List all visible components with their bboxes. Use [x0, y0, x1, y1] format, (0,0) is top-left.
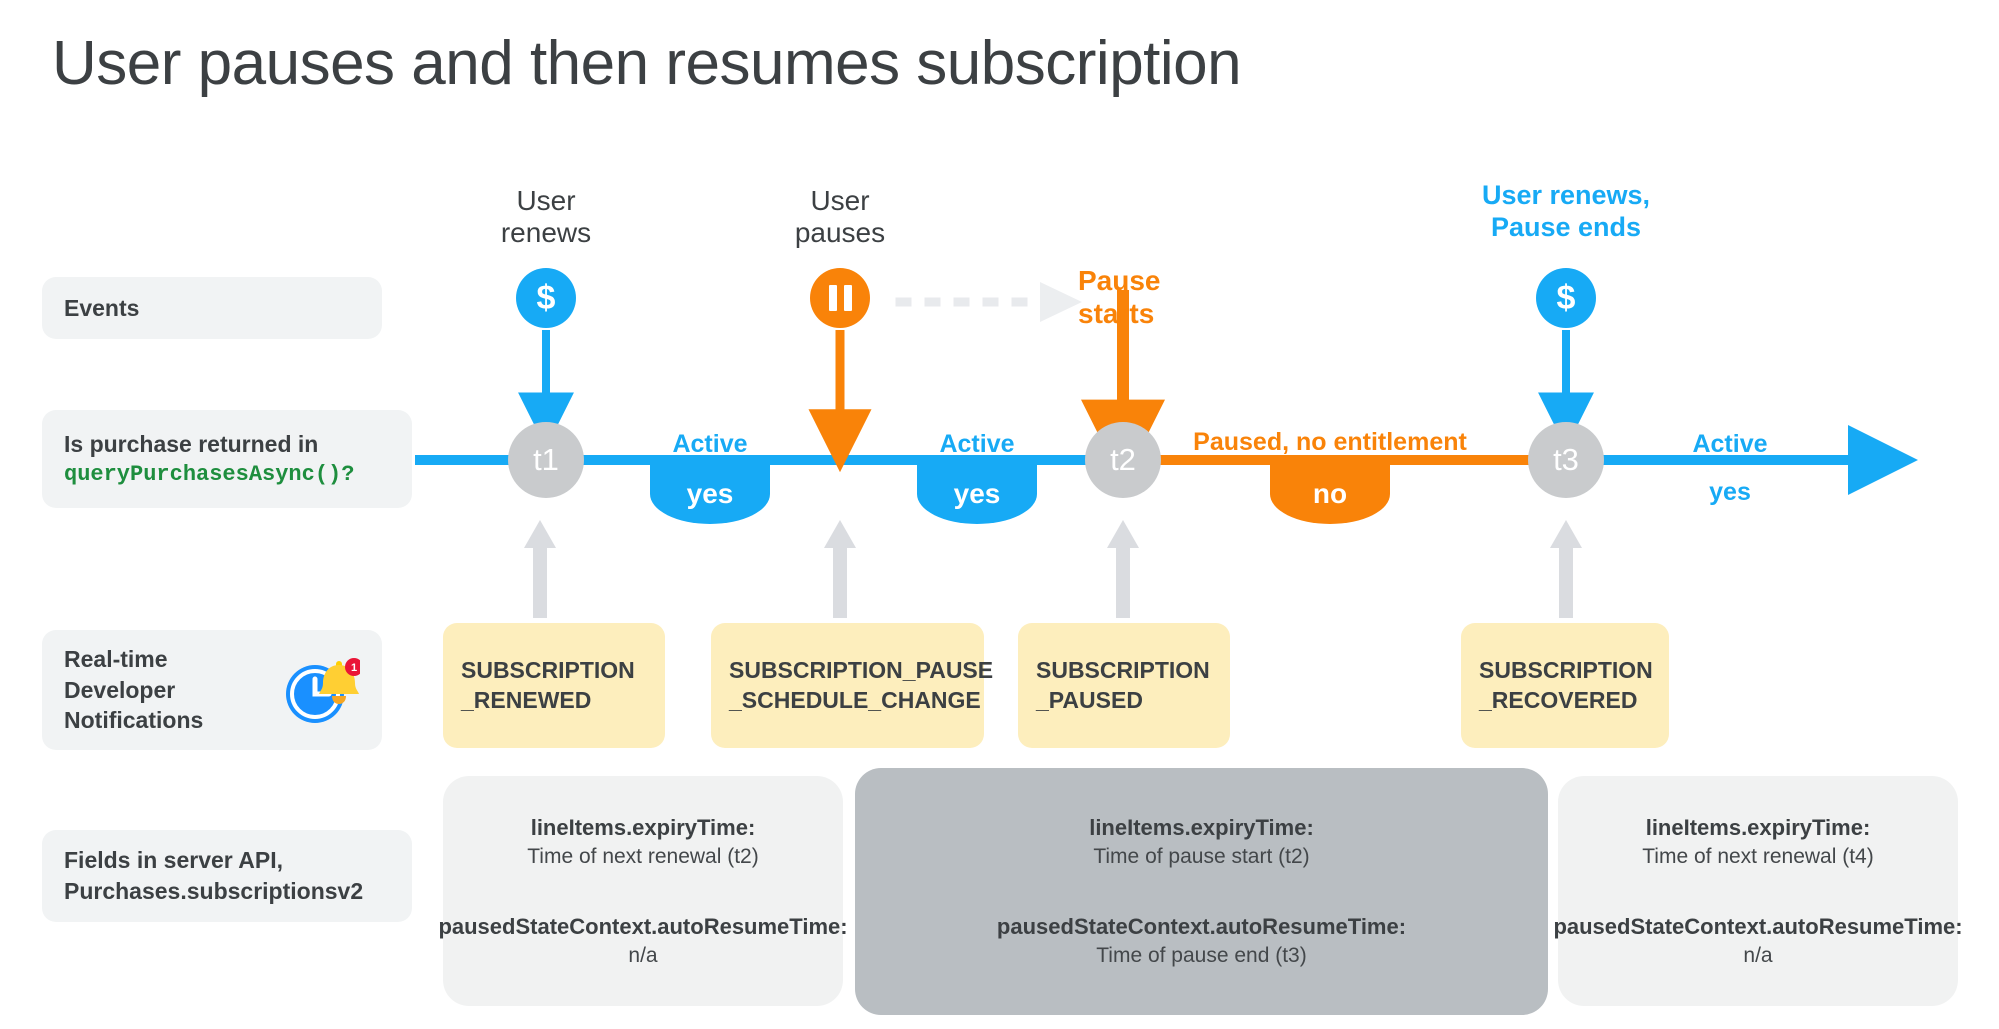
- state-caption-active-2: Active: [939, 430, 1015, 458]
- event-caption-0: User renews: [500, 185, 592, 248]
- entitlement-value: yes: [953, 478, 1001, 509]
- field-key-autoresume: pausedStateContext.autoResumeTime:: [438, 913, 848, 939]
- state-caption-active-1: Active: [672, 430, 748, 458]
- event-icon-dollar-0[interactable]: $: [516, 268, 576, 328]
- event-caption-3: User renews, Pause ends: [1481, 180, 1651, 242]
- pause-icon: [828, 285, 852, 311]
- field-value-expiry: Time of pause start (t2): [1093, 845, 1310, 868]
- field-value-autoresume: Time of pause end (t3): [1096, 944, 1307, 967]
- field-key-expiry: lineItems.expiryTime:: [1645, 814, 1871, 840]
- field-key-expiry: lineItems.expiryTime:: [1089, 815, 1314, 840]
- event-icon-dollar-3[interactable]: $: [1536, 268, 1596, 328]
- field-key-autoresume: pausedStateContext.autoResumeTime:: [996, 914, 1407, 939]
- row-label-rtdn: Real-time Developer Notifications 1: [42, 630, 382, 750]
- rtdn-chip-subscription-recovered[interactable]: SUBSCRIPTION _RECOVERED: [1461, 623, 1669, 748]
- field-group-expiry: lineItems.expiryTime: Time of pause star…: [1089, 815, 1314, 869]
- field-group-autoresume: pausedStateContext.autoResumeTime: n/a: [438, 914, 847, 968]
- field-card-renewed: lineItems.expiryTime: Time of next renew…: [438, 776, 848, 1006]
- field-value-autoresume: n/a: [1743, 943, 1773, 967]
- row-label-query-line1: Is purchase returned in: [64, 431, 319, 458]
- field-group-autoresume: pausedStateContext.autoResumeTime: Time …: [997, 914, 1406, 968]
- event-caption-1: User pauses: [794, 185, 886, 248]
- field-value-expiry: Time of next renewal (t2): [527, 844, 759, 868]
- timeline-node-t1[interactable]: t1: [508, 422, 584, 498]
- state-caption-active-3: Active: [1692, 430, 1768, 458]
- pause-dotted-connector: [895, 282, 1082, 322]
- entitlement-label-yes-3: yes: [1709, 478, 1751, 506]
- rtdn-chip-subscription-pause-schedule-change[interactable]: SUBSCRIPTION_PAUSE _SCHEDULE_CHANGE: [711, 623, 993, 748]
- field-card-paused: lineItems.expiryTime: Time of pause star…: [855, 768, 1548, 1015]
- field-group-expiry: lineItems.expiryTime: Time of next renew…: [1642, 815, 1873, 869]
- row-label-query-code: queryPurchasesAsync()?: [64, 461, 355, 487]
- state-caption-paused: Paused, no entitlement: [1193, 428, 1467, 456]
- rtdn-chip-subscription-paused[interactable]: SUBSCRIPTION _PAUSED: [1018, 623, 1230, 748]
- field-key-autoresume: pausedStateContext.autoResumeTime:: [1553, 913, 1963, 939]
- field-value-expiry: Time of next renewal (t4): [1642, 844, 1874, 868]
- rtdn-chip-subscription-renewed[interactable]: SUBSCRIPTION _RENEWED: [443, 623, 665, 748]
- rtdn-chip-label: SUBSCRIPTION _RECOVERED: [1479, 657, 1653, 713]
- field-group-expiry: lineItems.expiryTime: Time of next renew…: [527, 815, 758, 869]
- event-icon-pause-1[interactable]: [810, 268, 870, 328]
- row-label-events-text: Events: [64, 294, 140, 321]
- row-label-rtdn-text: Real-time Developer Notifications: [64, 646, 204, 734]
- entitlement-bubble-yes-1: yes: [650, 464, 770, 524]
- row-label-query-purchases: Is purchase returned in queryPurchasesAs…: [42, 410, 412, 508]
- entitlement-value: yes: [686, 478, 734, 509]
- rtdn-chip-label: SUBSCRIPTION _PAUSED: [1036, 657, 1210, 713]
- dollar-icon: $: [1556, 279, 1576, 317]
- row-label-server-fields: Fields in server API, Purchases.subscrip…: [42, 830, 412, 922]
- rtdn-up-arrows: [524, 520, 1582, 618]
- row-label-server-fields-text: Fields in server API, Purchases.subscrip…: [64, 847, 364, 904]
- event-caption-2: Pause starts: [1078, 265, 1161, 329]
- field-key-expiry: lineItems.expiryTime:: [530, 814, 756, 840]
- clock-bell-notification-icon: 1: [282, 653, 363, 727]
- entitlement-value: no: [1312, 478, 1348, 509]
- row-label-events: Events: [42, 277, 382, 339]
- page-title: User pauses and then resumes subscriptio…: [52, 29, 1242, 98]
- field-card-recovered: lineItems.expiryTime: Time of next renew…: [1553, 776, 1963, 1006]
- rtdn-badge-count: 1: [351, 662, 357, 674]
- timeline-node-t3[interactable]: t3: [1528, 422, 1604, 498]
- entitlement-bubble-yes-2: yes: [917, 464, 1037, 524]
- entitlement-bubble-no: no: [1270, 464, 1390, 524]
- rtdn-chip-label: SUBSCRIPTION _RENEWED: [461, 657, 635, 713]
- field-value-autoresume: n/a: [628, 943, 658, 967]
- field-group-autoresume: pausedStateContext.autoResumeTime: n/a: [1553, 914, 1962, 968]
- rtdn-chip-label: SUBSCRIPTION_PAUSE _SCHEDULE_CHANGE: [729, 657, 994, 713]
- dollar-icon: $: [536, 279, 556, 317]
- timeline-node-t2[interactable]: t2: [1085, 422, 1161, 498]
